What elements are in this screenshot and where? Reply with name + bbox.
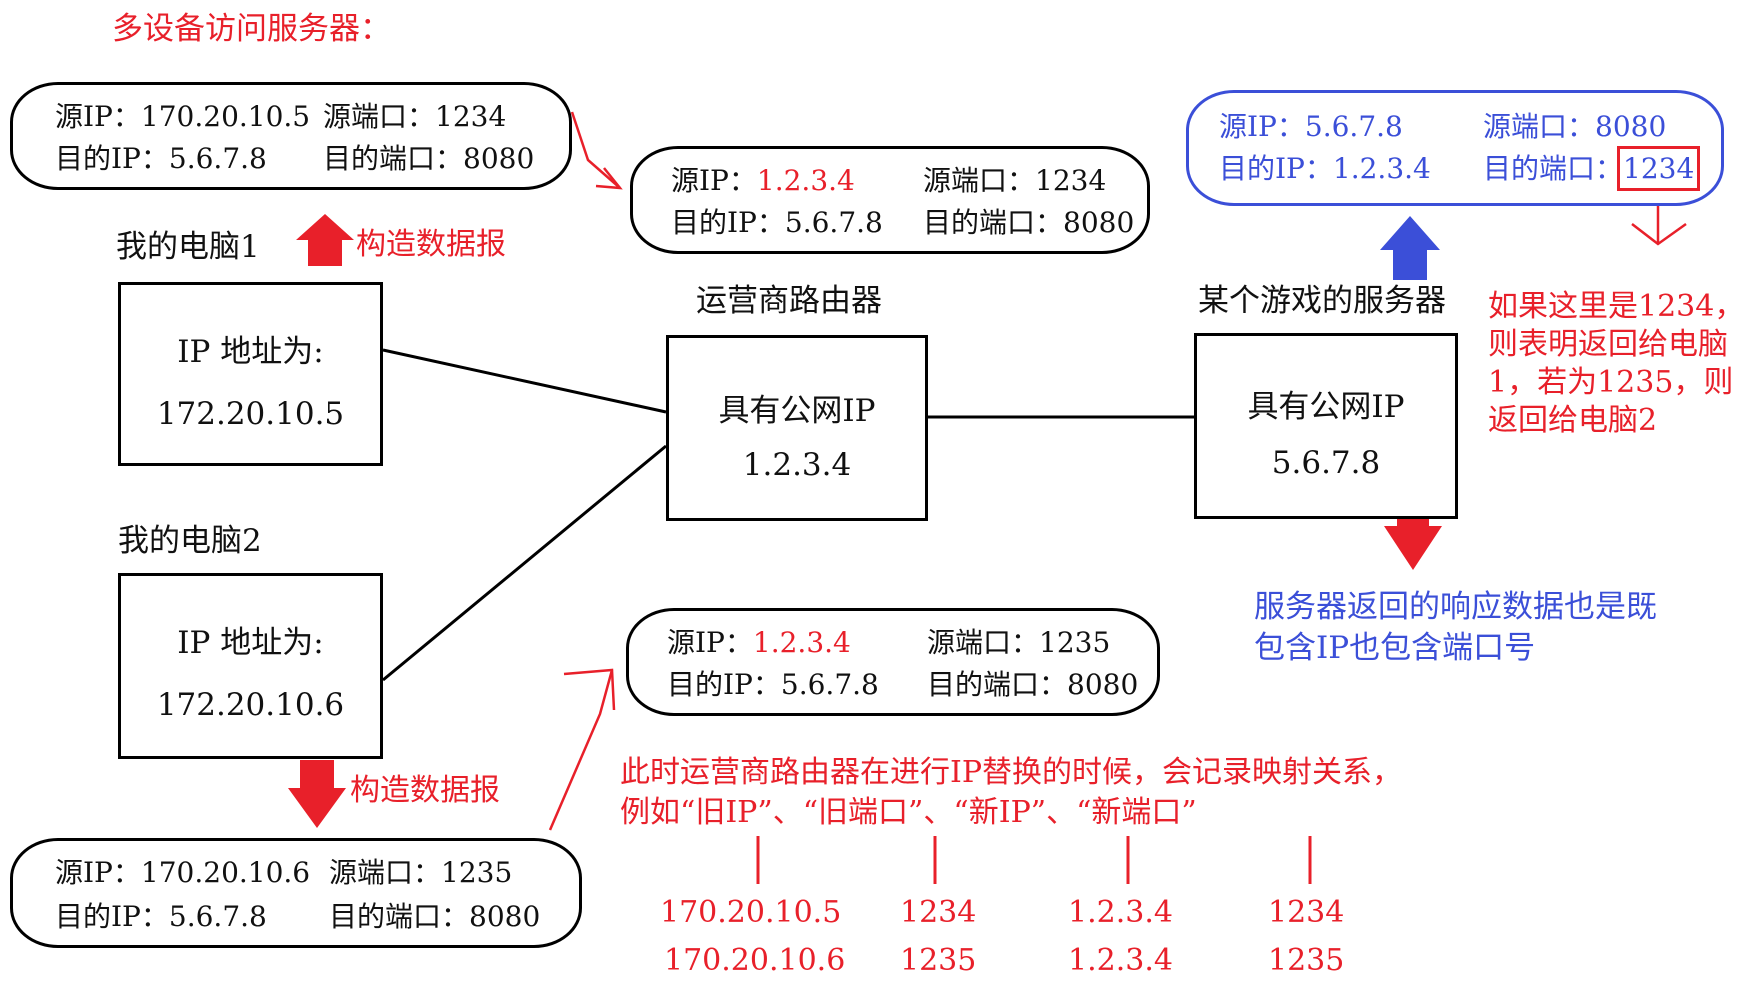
dst-ip-value: 1.2.3.4: [1332, 152, 1431, 185]
link-pc1-router: [382, 348, 667, 414]
dst-ip-label: 目的IP：: [55, 142, 169, 175]
dst-ip-value: 5.6.7.8: [780, 668, 879, 701]
dst-ip-value: 5.6.7.8: [168, 142, 267, 175]
dst-ip-value: 5.6.7.8: [784, 206, 883, 239]
dst-ip-value: 5.6.7.8: [168, 900, 267, 933]
src-ip-label: 源IP：: [55, 856, 141, 889]
router-packet-2: 源IP：1.2.3.4 源端口：1235 目的IP：5.6.7.8 目的端口：8…: [626, 608, 1160, 716]
block-arrow-up-pc1: [296, 214, 354, 266]
note-line: 包含IP也包含端口号: [1254, 630, 1536, 666]
note-line: 则表明返回给电脑: [1488, 327, 1728, 362]
src-port-label: 源端口：: [323, 100, 436, 133]
mapping-note: 此时运营商路由器在进行IP替换的时候，会记录映射关系， 例如“旧IP”、“旧端口…: [620, 758, 1402, 828]
pc1-packet: 源IP：170.20.10.5 源端口：1234 目的IP：5.6.7.8 目的…: [10, 82, 572, 190]
mapping-cell: 1234: [1268, 895, 1345, 930]
router-caption: 运营商路由器: [696, 283, 882, 319]
router-box: 具有公网IP 1.2.3.4: [666, 335, 928, 521]
note-line: 此时运营商路由器在进行IP替换的时候，会记录映射关系，: [620, 755, 1403, 790]
arrow-head-3: [1631, 222, 1687, 246]
src-port-label: 源端口：: [1483, 110, 1596, 143]
src-port-value: 1234: [1035, 164, 1107, 197]
src-ip-value: 1.2.3.4: [756, 164, 855, 197]
dst-port-value: 8080: [1063, 206, 1135, 239]
pc1-action-label: 构造数据报: [356, 227, 506, 262]
pc1-caption: 我的电脑1: [116, 229, 260, 265]
note-line: 返回给电脑2: [1488, 403, 1658, 438]
src-ip-value: 170.20.10.5: [140, 100, 311, 133]
pc1-ip-label: IP 地址为:: [177, 334, 324, 370]
block-arrow-up-server: [1380, 216, 1440, 280]
src-ip-value: 5.6.7.8: [1304, 110, 1403, 143]
note-line: 例如“旧IP”、“旧端口”、“新IP”、“新端口”: [620, 795, 1197, 830]
src-ip-label: 源IP：: [671, 164, 757, 197]
server-box: 具有公网IP 5.6.7.8: [1194, 333, 1458, 519]
server-response-packet: 源IP：5.6.7.8 源端口：8080 目的IP：1.2.3.4 目的端口：1…: [1186, 90, 1724, 206]
pc2-ip: 172.20.10.6: [156, 687, 345, 723]
pc2-ip-label: IP 地址为:: [177, 625, 324, 661]
mapping-cell: 1234: [900, 895, 977, 930]
link-pc2-router: [382, 444, 667, 682]
server-caption: 某个游戏的服务器: [1198, 283, 1446, 319]
mapping-cell: 1.2.3.4: [1068, 943, 1173, 978]
dst-ip-label: 目的IP：: [667, 668, 781, 701]
mapping-cell: 1.2.3.4: [1068, 895, 1173, 930]
dst-port-value: 8080: [1067, 668, 1139, 701]
router-line-1: 具有公网IP: [718, 393, 876, 429]
mapping-cell: 1235: [900, 943, 977, 978]
router-packet-1: 源IP：1.2.3.4 源端口：1234 目的IP：5.6.7.8 目的端口：8…: [630, 146, 1150, 254]
src-port-value: 8080: [1595, 110, 1667, 143]
dst-ip-label: 目的IP：: [1219, 152, 1333, 185]
pc2-action-label: 构造数据报: [350, 773, 500, 808]
pc2-packet: 源IP：170.20.10.6 源端口：1235 目的IP：5.6.7.8 目的…: [10, 838, 582, 948]
mapping-cell: 170.20.10.5: [660, 895, 842, 930]
server-line-1: 具有公网IP: [1247, 389, 1405, 425]
src-ip-value: 1.2.3.4: [752, 626, 851, 659]
dst-port-value: 8080: [463, 142, 535, 175]
arrow-pc2-to-router-packet: [548, 669, 614, 831]
arrow-head-1: [595, 167, 623, 190]
mapping-cell: 170.20.10.6: [664, 943, 846, 978]
server-line-2: 5.6.7.8: [1271, 445, 1381, 481]
port-explanation-note: 如果这里是1234， 则表明返回给电脑 1，若为1235，则 返回给电脑2: [1488, 292, 1744, 436]
dst-port-value: 1234: [1616, 146, 1701, 191]
dst-port-label: 目的端口：: [323, 142, 464, 175]
note-line: 1，若为1235，则: [1488, 365, 1734, 400]
src-port-label: 源端口：: [923, 164, 1036, 197]
pc2-box: IP 地址为: 172.20.10.6: [118, 573, 383, 759]
src-ip-value: 170.20.10.6: [140, 856, 311, 889]
src-port-value: 1235: [1039, 626, 1111, 659]
dst-port-value: 8080: [469, 900, 541, 933]
note-line: 如果这里是1234，: [1488, 289, 1745, 324]
pc2-caption: 我的电脑2: [118, 523, 262, 559]
src-port-value: 1235: [441, 856, 513, 889]
pc1-ip: 172.20.10.5: [156, 396, 345, 432]
pc1-box: IP 地址为: 172.20.10.5: [118, 282, 383, 466]
dst-port-label: 目的端口：: [329, 900, 470, 933]
src-ip-label: 源IP：: [55, 100, 141, 133]
src-port-value: 1234: [435, 100, 507, 133]
response-note: 服务器返回的响应数据也是既 包含IP也包含端口号: [1254, 592, 1657, 664]
src-port-label: 源端口：: [927, 626, 1040, 659]
src-ip-label: 源IP：: [1219, 110, 1305, 143]
src-ip-label: 源IP：: [667, 626, 753, 659]
arrow-pc1-to-router-packet: [570, 111, 621, 189]
router-line-2: 1.2.3.4: [742, 447, 852, 483]
arrow-head-2: [563, 668, 616, 711]
diagram-title: 多设备访问服务器：: [112, 11, 391, 47]
dst-port-label: 目的端口：: [1483, 152, 1624, 185]
src-port-label: 源端口：: [329, 856, 442, 889]
note-line: 服务器返回的响应数据也是既: [1254, 589, 1657, 625]
block-arrow-down-pc2: [288, 760, 346, 828]
mapping-cell: 1235: [1268, 943, 1345, 978]
dst-ip-label: 目的IP：: [671, 206, 785, 239]
dst-ip-label: 目的IP：: [55, 900, 169, 933]
dst-port-label: 目的端口：: [927, 668, 1068, 701]
dst-port-label: 目的端口：: [923, 206, 1064, 239]
